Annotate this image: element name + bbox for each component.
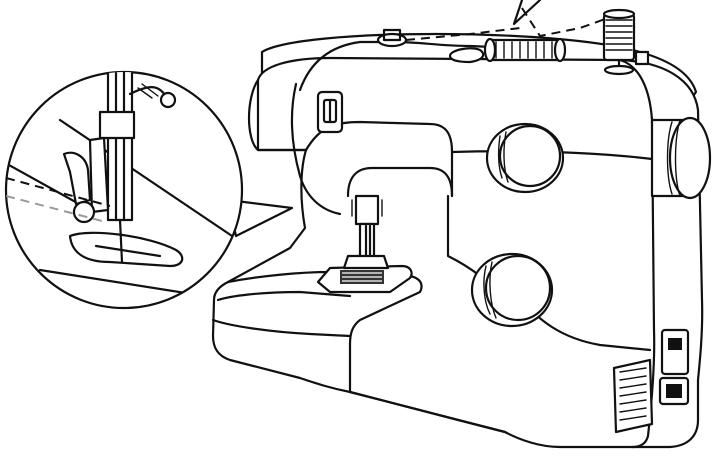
- thread-spool: [483, 37, 567, 63]
- stitch-width-dial: [485, 122, 565, 194]
- power-socket: [658, 328, 690, 406]
- needle-plate: [340, 270, 384, 284]
- needle-bar-assembly: [342, 194, 390, 270]
- magnified-inset: [4, 70, 294, 310]
- spool-pin: [602, 8, 636, 76]
- ventilation-grille: [612, 358, 654, 434]
- top-threading: [298, 0, 650, 92]
- thread-guide: [316, 90, 344, 134]
- stitch-length-dial: [470, 252, 554, 328]
- handwheel: [650, 116, 712, 200]
